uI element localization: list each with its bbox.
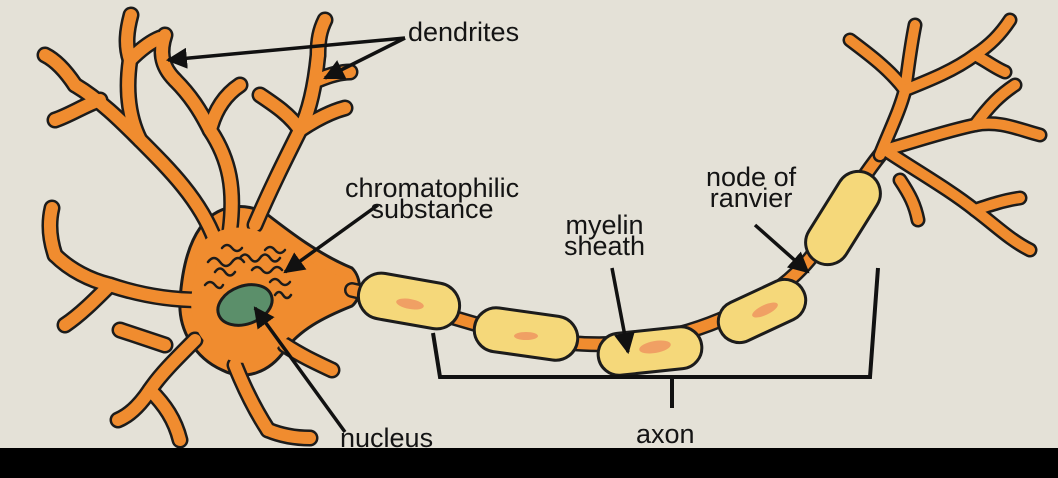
chromatophilic-substance bbox=[203, 243, 293, 300]
label-myelin-line1: myelin bbox=[565, 210, 644, 240]
bottom-bar bbox=[0, 448, 1058, 478]
myelin-arrow bbox=[610, 267, 635, 355]
label-dendrites: dendrites bbox=[408, 17, 520, 47]
dendrites-arrow-left bbox=[165, 36, 406, 69]
axon-terminal bbox=[842, 12, 1048, 258]
dendrites-arrow-right bbox=[323, 36, 406, 80]
label-chromatophilic-substance: chromatophilic substance bbox=[345, 173, 520, 224]
axon-bracket bbox=[431, 267, 880, 408]
label-chromatophilic-line2: substance bbox=[370, 194, 494, 224]
leader-lines bbox=[165, 36, 810, 434]
label-myelin-sheath: myelin sheath bbox=[564, 210, 646, 261]
node-arrow bbox=[753, 223, 810, 274]
label-node-of-ranvier: node of ranvier bbox=[706, 162, 797, 213]
schwann-nuclei bbox=[396, 298, 778, 354]
chromatophilic-arrow bbox=[283, 203, 380, 274]
nucleus-arrow bbox=[253, 306, 347, 434]
myelin-segment bbox=[804, 169, 882, 267]
label-axon: axon bbox=[636, 419, 695, 449]
label-chromatophilic-line1: chromatophilic bbox=[345, 173, 520, 203]
label-myelin-line2: sheath bbox=[564, 231, 646, 261]
label-node-line2: ranvier bbox=[709, 183, 793, 213]
label-node-line1: node of bbox=[706, 162, 797, 192]
label-nucleus: nucleus bbox=[340, 423, 434, 453]
